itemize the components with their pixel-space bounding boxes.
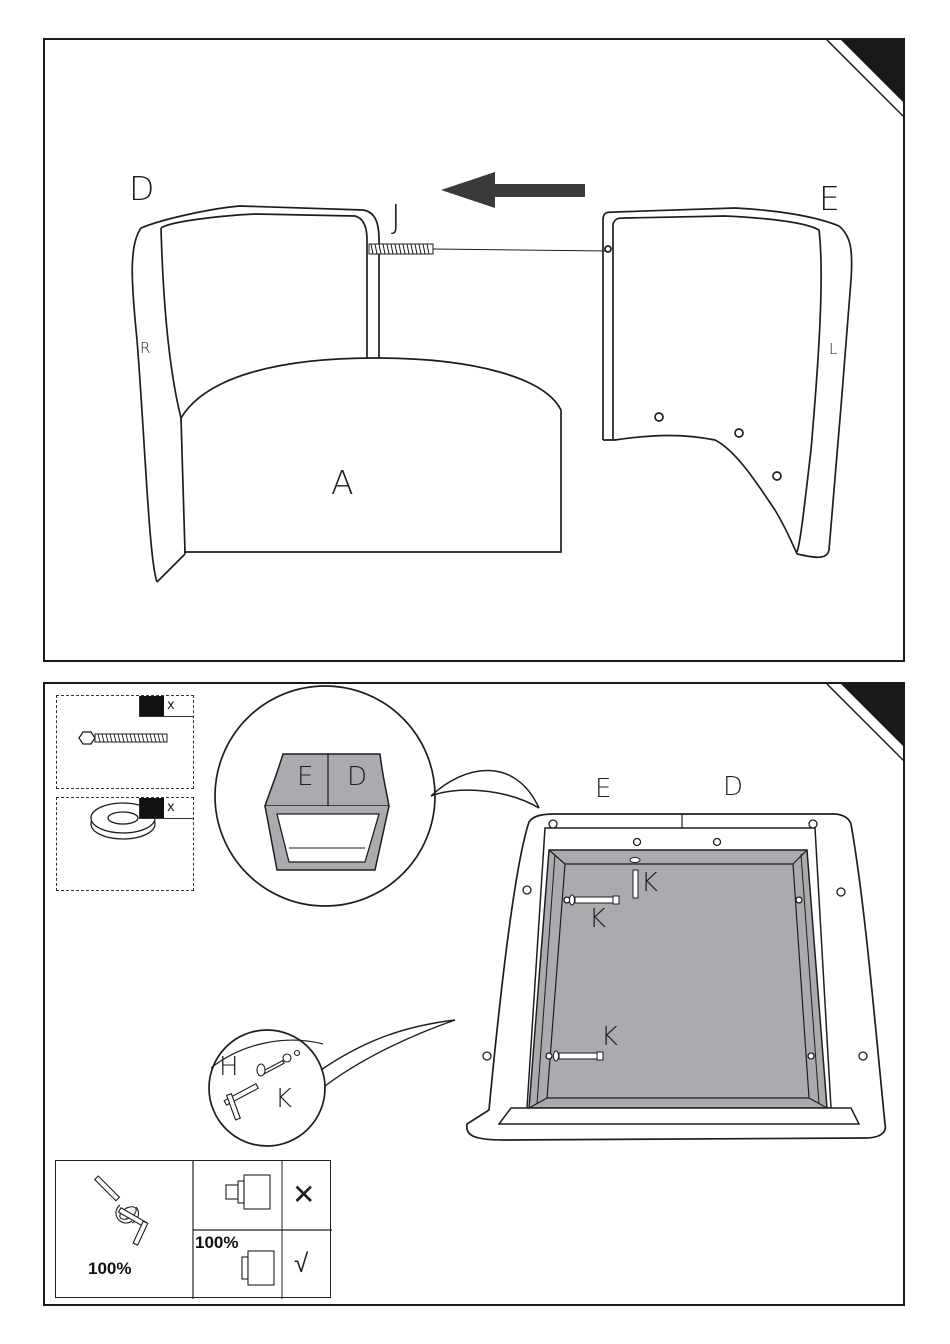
side-label-l: L bbox=[829, 342, 837, 357]
quantity-swatch bbox=[140, 798, 164, 818]
part-label-d: D bbox=[129, 172, 154, 205]
torque-percent-label: 100% bbox=[88, 1259, 131, 1279]
direction-arrow-icon bbox=[441, 172, 585, 208]
tightening-table: 100% 100% ✕ √ bbox=[55, 1160, 331, 1298]
bolt-tight-icon bbox=[242, 1251, 274, 1285]
step-panel-1: D E J A R L bbox=[43, 38, 905, 662]
detail-callout-tool bbox=[209, 1020, 455, 1146]
part-label-a: A bbox=[331, 466, 354, 499]
tool-label-h: H bbox=[219, 1054, 239, 1080]
bolt-label-k: K bbox=[589, 906, 606, 932]
part-box-bolt: x bbox=[56, 695, 194, 789]
armrest-e bbox=[603, 208, 852, 557]
tool-label-k: K bbox=[275, 1086, 292, 1112]
part-box-washer: x bbox=[56, 797, 194, 891]
wrong-mark-icon: ✕ bbox=[292, 1181, 315, 1209]
correct-mark-icon: √ bbox=[294, 1251, 308, 1277]
bolt-j-icon bbox=[369, 244, 607, 254]
frame-label-d: D bbox=[723, 774, 743, 800]
seat-a bbox=[181, 358, 561, 552]
quantity-swatch bbox=[140, 696, 164, 716]
part-label-j: J bbox=[391, 200, 401, 233]
bolt-label-k: K bbox=[641, 870, 658, 896]
quantity-label: x bbox=[139, 798, 193, 819]
tight-percent-label: 100% bbox=[195, 1233, 238, 1253]
quantity-label: x bbox=[139, 696, 193, 717]
bolt-loose-icon bbox=[226, 1175, 270, 1209]
bolt-label-k: K bbox=[601, 1024, 618, 1050]
corner-marker bbox=[841, 684, 905, 750]
corner-marker bbox=[841, 40, 905, 106]
step-panel-2: x x E D E D K K K H K bbox=[43, 682, 905, 1306]
detail-label-e: E bbox=[297, 764, 313, 790]
part-label-e: E bbox=[819, 182, 840, 215]
side-label-r: R bbox=[140, 341, 150, 356]
detail-label-d: D bbox=[347, 764, 367, 790]
step1-illustration bbox=[45, 40, 905, 662]
frame-label-e: E bbox=[595, 776, 611, 802]
wrench-bolt-icon bbox=[95, 1176, 148, 1245]
detail-callout-corner bbox=[215, 686, 539, 906]
seat-frame bbox=[467, 814, 886, 1140]
